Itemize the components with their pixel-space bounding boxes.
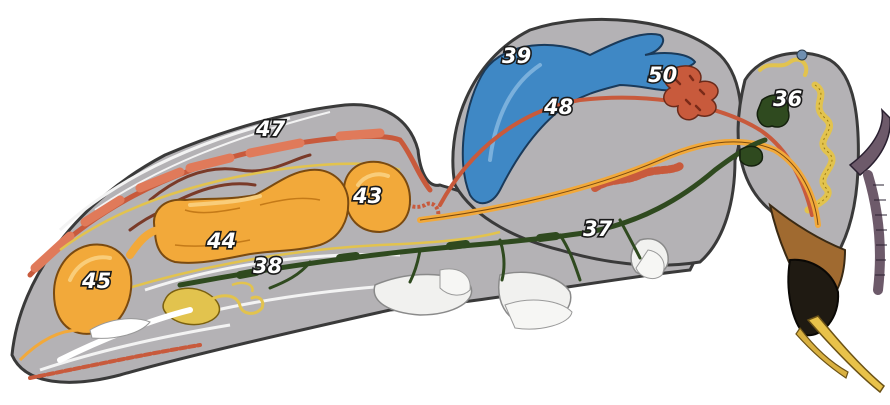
label-48: 48 [543,95,573,119]
antenna-segment [868,175,880,290]
ocellus [797,50,807,60]
label-47: 47 [255,117,286,141]
label-39: 39 [502,44,531,68]
label-37: 37 [583,217,613,241]
label-45: 45 [81,269,111,293]
label-50: 50 [648,63,677,87]
thorax-green-gland [740,146,762,166]
label-38: 38 [253,254,282,278]
label-44: 44 [206,229,236,253]
label-43: 43 [352,184,382,208]
label-36: 36 [773,87,802,111]
